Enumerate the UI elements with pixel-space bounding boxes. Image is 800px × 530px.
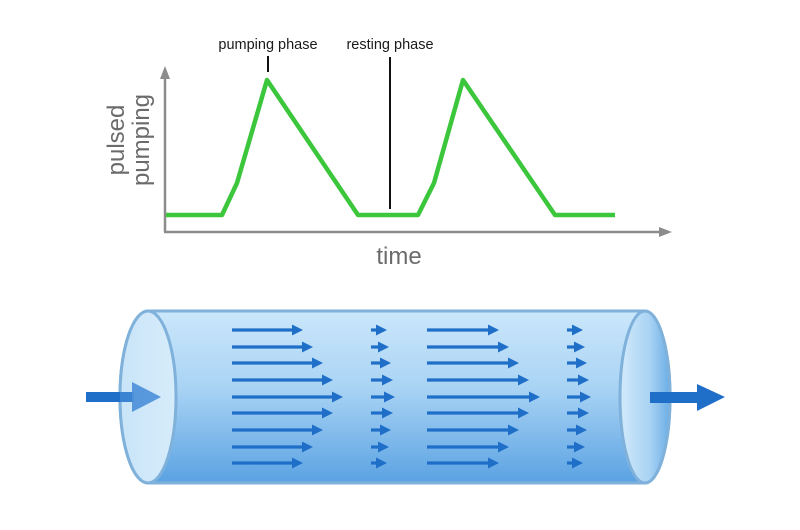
flow-arrow-icon <box>232 441 313 453</box>
y-axis-label-line2: pumping <box>128 94 155 186</box>
flow-arrow-icon <box>371 441 389 453</box>
flow-arrow-icon <box>232 407 333 419</box>
flow-arrows <box>232 324 591 469</box>
flow-arrow-icon <box>427 407 529 419</box>
flow-arrow-icon <box>427 324 499 336</box>
inlet-arrow-icon <box>86 382 161 412</box>
arrow-group-fast-parabolic <box>427 324 540 469</box>
flow-arrow-icon <box>427 357 519 369</box>
flow-arrow-icon <box>567 407 589 419</box>
pulsed-pumping-line <box>166 77 615 218</box>
flow-arrow-icon <box>567 441 585 453</box>
pumping-phase-label: pumping phase <box>218 37 317 53</box>
flow-arrow-icon <box>371 374 393 386</box>
flow-arrow-icon <box>427 341 509 353</box>
flow-arrow-icon <box>427 457 499 469</box>
flow-arrow-icon <box>567 424 587 436</box>
y-axis-arrowhead-icon <box>160 66 170 79</box>
flow-arrow-icon <box>371 407 393 419</box>
flow-arrow-icon <box>567 391 591 403</box>
flow-arrow-icon <box>567 457 583 469</box>
flow-arrow-icon <box>232 357 323 369</box>
arrow-group-fast-parabolic <box>232 324 343 469</box>
flow-arrow-icon <box>567 374 589 386</box>
y-axis-label-line1: pulsed <box>103 105 130 176</box>
y-axis <box>160 66 170 232</box>
flow-arrow-icon <box>371 424 391 436</box>
flow-arrow-icon <box>232 424 323 436</box>
flow-arrow-icon <box>427 424 519 436</box>
arrow-group-slow <box>567 324 591 469</box>
x-axis <box>164 227 672 237</box>
flow-arrow-icon <box>371 391 395 403</box>
flow-arrow-icon <box>567 357 587 369</box>
flow-arrow-icon <box>232 324 303 336</box>
flow-arrow-icon <box>371 324 387 336</box>
arrow-group-slow <box>371 324 395 469</box>
flow-arrow-icon <box>232 374 333 386</box>
flow-tube <box>86 309 725 485</box>
y-axis-label: pulsed pumping <box>103 94 155 186</box>
flow-arrow-icon <box>371 357 391 369</box>
flow-arrow-icon <box>371 341 389 353</box>
resting-phase-label: resting phase <box>346 37 433 53</box>
flow-arrow-icon <box>427 441 509 453</box>
flow-arrow-icon <box>371 457 387 469</box>
flow-arrow-icon <box>567 341 585 353</box>
flow-arrow-icon <box>232 457 303 469</box>
flow-arrow-icon <box>567 324 583 336</box>
flow-arrow-icon <box>427 374 529 386</box>
flow-arrow-icon <box>232 391 343 403</box>
outlet-arrow-icon <box>650 384 725 411</box>
x-axis-label: time <box>376 243 421 270</box>
flow-arrow-icon <box>427 391 540 403</box>
x-axis-arrowhead-icon <box>659 227 672 237</box>
pulsed-pumping-plot: pumping phase resting phase pulsed pumpi… <box>103 37 672 270</box>
flow-arrow-icon <box>232 341 313 353</box>
